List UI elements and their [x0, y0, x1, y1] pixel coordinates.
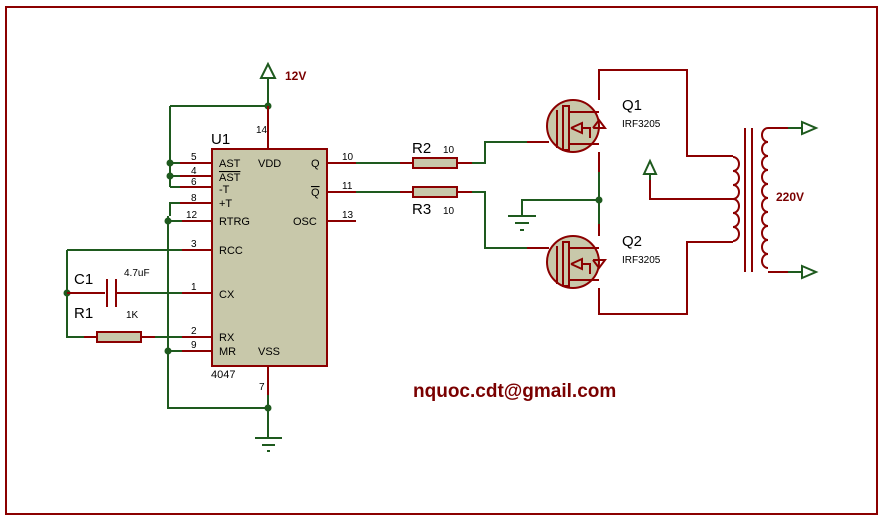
ic-part: 4047 — [211, 369, 235, 381]
q2-part: IRF3205 — [622, 255, 661, 266]
pin-num-7: 7 — [259, 382, 265, 393]
resistor-r3[interactable] — [412, 186, 458, 198]
resistor-r1[interactable] — [96, 331, 142, 343]
svg-text:12: 12 — [186, 210, 198, 221]
author-email: nquoc.cdt@gmail.com — [413, 381, 616, 402]
r1-ref: R1 — [74, 305, 93, 322]
sheet-frame — [5, 6, 878, 515]
svg-text:+T: +T — [219, 198, 232, 210]
power-arrow-icon — [642, 158, 658, 175]
ground-icon — [255, 437, 282, 452]
svg-text:8: 8 — [191, 193, 197, 204]
q1-ref: Q1 — [622, 97, 642, 114]
c1-value: 4.7uF — [124, 268, 150, 279]
svg-text:13: 13 — [342, 210, 354, 221]
svg-text:RX: RX — [219, 332, 235, 344]
capacitor-c1[interactable] — [106, 279, 117, 307]
svg-text:Q: Q — [311, 158, 320, 170]
vcc-terminal[interactable]: 12V — [259, 61, 306, 106]
svg-text:-T: -T — [219, 184, 230, 196]
svg-text:RCC: RCC — [219, 245, 243, 257]
svg-text:AST: AST — [219, 172, 241, 184]
pin-name-vdd: VDD — [258, 158, 281, 170]
pin-name-vss: VSS — [258, 346, 280, 358]
transformer[interactable] — [732, 127, 769, 272]
svg-text:OSC: OSC — [293, 216, 317, 228]
svg-text:3: 3 — [191, 239, 197, 250]
pin-num-14: 14 — [256, 125, 268, 136]
ic-ref: U1 — [211, 131, 230, 148]
mosfet-q1[interactable] — [546, 99, 607, 153]
svg-text:2: 2 — [191, 326, 197, 337]
r1-value: 1K — [126, 310, 139, 321]
svg-text:MR: MR — [219, 346, 236, 358]
r2-ref: R2 — [412, 140, 431, 157]
r2-value: 10 — [443, 145, 455, 156]
resistor-r2[interactable] — [412, 157, 458, 169]
svg-text:1: 1 — [191, 282, 197, 293]
r3-value: 10 — [443, 206, 455, 217]
left-pins: 5 AST 4 AST 6 -T 8 +T 12 RTRG 3 RCC 1 CX… — [67, 152, 250, 358]
right-pins: 10 Q 11 Q 13 OSC — [293, 152, 356, 228]
svg-text:6: 6 — [191, 177, 197, 188]
power-arrow-icon — [259, 61, 277, 79]
svg-text:4: 4 — [191, 166, 197, 177]
svg-text:CX: CX — [219, 289, 235, 301]
output-voltage-label: 220V — [776, 190, 804, 204]
q1-part: IRF3205 — [622, 119, 661, 130]
svg-text:Q: Q — [311, 187, 320, 199]
output-terminal-icon[interactable] — [801, 120, 819, 136]
ground-icon — [508, 215, 536, 231]
svg-text:RTRG: RTRG — [219, 216, 250, 228]
center-tap-terminal[interactable] — [642, 158, 658, 180]
q2-ref: Q2 — [622, 233, 642, 250]
vcc-label: 12V — [285, 69, 306, 83]
svg-text:11: 11 — [342, 181, 353, 192]
ic-4047-body[interactable] — [211, 148, 328, 367]
mosfet-q2[interactable] — [546, 235, 607, 289]
svg-text:5: 5 — [191, 152, 197, 163]
r3-ref: R3 — [412, 201, 431, 218]
output-terminal-icon[interactable] — [801, 264, 819, 280]
svg-text:AST: AST — [219, 158, 241, 170]
c1-ref: C1 — [74, 271, 93, 288]
svg-text:10: 10 — [342, 152, 354, 163]
svg-text:9: 9 — [191, 340, 197, 351]
